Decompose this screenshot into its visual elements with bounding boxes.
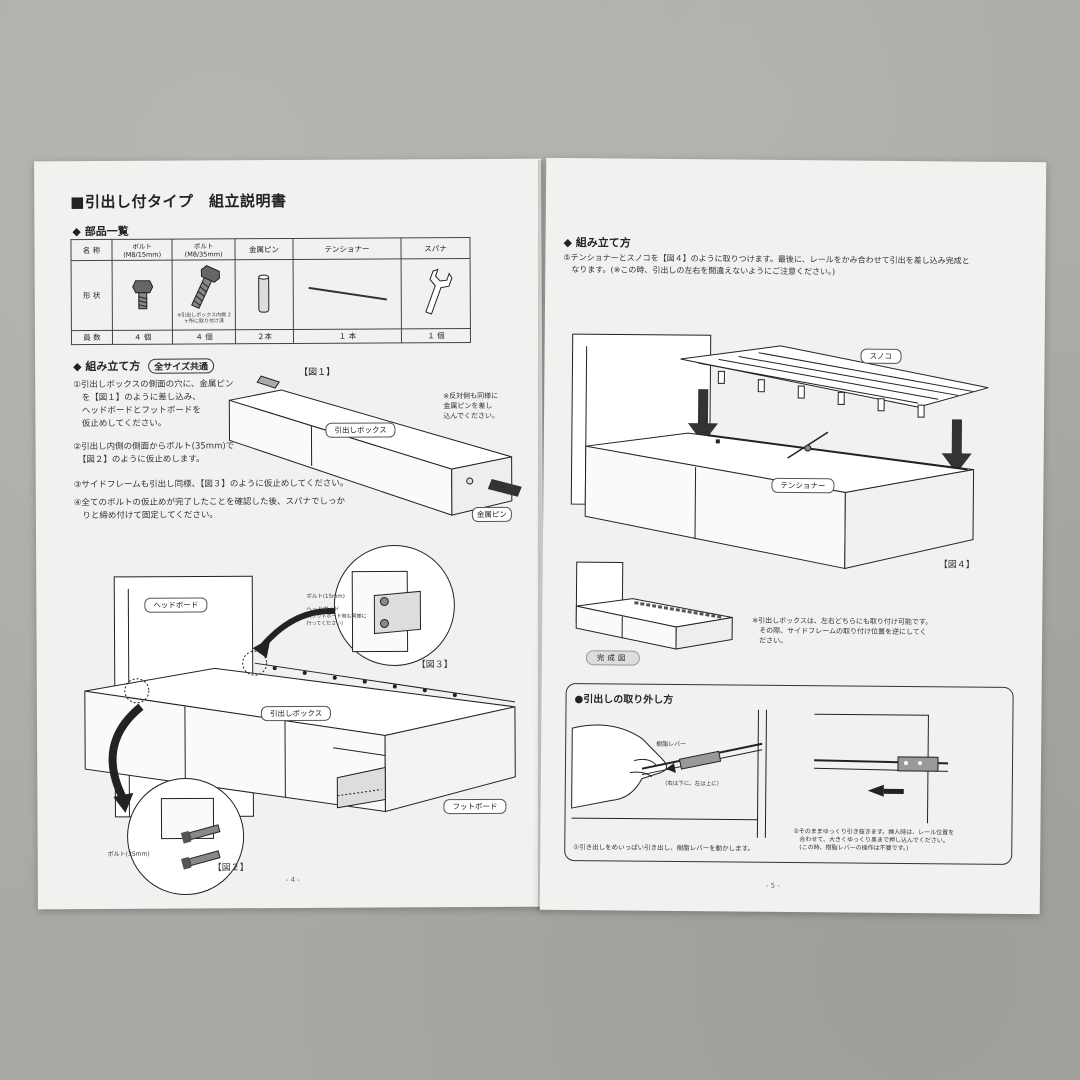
count-tensioner: １ 本	[293, 328, 402, 344]
part-name-spanner: スパナ	[400, 237, 471, 259]
fig4-label: 【図４】	[938, 560, 975, 571]
fig4-drawing	[570, 333, 989, 570]
fig3-callout-labels: ボルト(15mm) ヘッドボード （フットボード側も同様に行ってください）	[306, 594, 366, 628]
part-name-tensioner: テンショナー	[293, 237, 401, 260]
removal-heading: ●引出しの取り外し方	[574, 694, 674, 706]
removal-step2-drawing	[813, 713, 949, 824]
assembly-heading-right: ◆ 組み立て方	[563, 235, 631, 250]
completed-note: ※引出しボックスは、左右どちらにも取り付け可能です。 その際、サイドフレームの取…	[752, 616, 932, 648]
row-label-count: 員 数	[71, 330, 113, 345]
fig3-label: 【図３】	[416, 660, 453, 671]
all-sizes-badge: 全サイズ共通	[148, 358, 215, 374]
document-title: ■引出し付タイプ 組立説明書	[70, 192, 287, 212]
label-footboard-side-note: （フットボード側も同様に行ってください）	[306, 613, 367, 627]
label-headboard: ヘッドボード	[144, 597, 208, 613]
label-drawer-box-fig2: 引出しボックス	[260, 705, 332, 722]
bolt-short-icon	[131, 279, 153, 309]
tensioner-cell	[293, 258, 402, 330]
bolt15-cell	[112, 260, 173, 331]
part-name-bolt35: ボルト (M8/35mm)	[172, 238, 235, 261]
label-bolt35: ボルト(35mm)	[107, 850, 150, 858]
fig1-note-line-3: 込んでください。	[443, 411, 500, 421]
fig2-label: 【図２】	[212, 863, 249, 874]
completed-note-line-3: ださい。	[752, 636, 788, 645]
removal-step2: ②そのままゆっくり引き抜きます。挿入時は、レール位置を 合わせて、大きくゆっくり…	[793, 828, 954, 853]
label-drawer-box-fig1: 引出しボックス	[325, 422, 396, 438]
step-5: ⑤テンショナーとスノコを【図４】のように取りつけます。最後に、レールをかみ合わせ…	[563, 252, 1033, 280]
row-label-shape: 形 状	[71, 260, 113, 331]
parts-table: 名 称 ボルト (M8/15mm) ボルト (M8/35mm) 金属ピン テンシ…	[70, 237, 471, 345]
part-name-bolt15: ボルト (M8/15mm)	[111, 239, 173, 261]
label-footboard: フットボード	[443, 798, 507, 815]
spanner-cell	[400, 258, 471, 329]
drawer-removal-panel: ●引出しの取り外し方 樹脂レバー （右は下に、左は上に） ①引き出しをめいっぱ	[564, 683, 1014, 865]
completed-label: 完成図	[585, 650, 640, 666]
fig1-note: ※反対側も同様に 金属ピンを差し 込んでください。	[443, 391, 499, 421]
metal-pin-cell	[234, 259, 294, 330]
count-metal-pin: ２本	[235, 329, 294, 344]
row-label-name: 名 称	[70, 239, 113, 261]
page-number-left: - 4 -	[285, 875, 300, 885]
label-sunoko: スノコ	[860, 348, 902, 364]
label-lever-note: （右は下に、左は上に）	[661, 780, 723, 788]
fig1-note-line-2: 金属ピンを差し	[443, 401, 493, 411]
fig2-3-drawing	[84, 544, 516, 896]
count-bolt35: ４ 個	[172, 329, 236, 345]
bolt-long-icon	[191, 264, 221, 309]
tensioner-icon	[308, 286, 387, 300]
label-tensioner: テンショナー	[771, 477, 835, 494]
count-spanner: １ 個	[401, 328, 471, 343]
spanner-icon	[425, 268, 453, 315]
bolt35-cell: ※引出しボックス内側 2ヶ所に取り付け済	[172, 259, 236, 331]
removal-step2-line-3: (この時、樹脂レバーの操作は不要です。)	[793, 844, 909, 853]
page-number-right: - 5 -	[765, 881, 780, 890]
removal-step1: ①引き出しをめいっぱい引き出し、樹脂レバーを動かします。	[573, 843, 754, 853]
count-bolt15: ４ 個	[112, 330, 173, 345]
right-page: ◆ 組み立て方 ⑤テンショナーとスノコを【図４】のように取りつけます。最後に、レ…	[539, 157, 1047, 915]
assembly-heading-left: ◆ 組み立て方 全サイズ共通	[73, 357, 215, 374]
part-name-metal-pin: 金属ピン	[234, 238, 294, 260]
label-metal-pin: 金属ピン	[471, 506, 512, 523]
label-lever: 樹脂レバー	[656, 740, 687, 749]
label-bolt15: ボルト(15mm)	[306, 593, 345, 600]
left-page: ■引出し付タイプ 組立説明書 ◆ 部品一覧 名 称 ボルト (M8/15mm) …	[34, 158, 545, 910]
metal-pin-icon	[258, 274, 270, 313]
completed-drawing	[575, 561, 733, 650]
parts-heading: ◆ 部品一覧	[72, 224, 129, 239]
fig1-note-line-1: ※反対側も同様に	[443, 391, 499, 401]
bolt35-note: ※引出しボックス内側 2ヶ所に取り付け済	[177, 311, 231, 325]
assembly-heading-text: ◆ 組み立て方	[73, 359, 141, 374]
removal-step1-drawing	[571, 709, 767, 838]
